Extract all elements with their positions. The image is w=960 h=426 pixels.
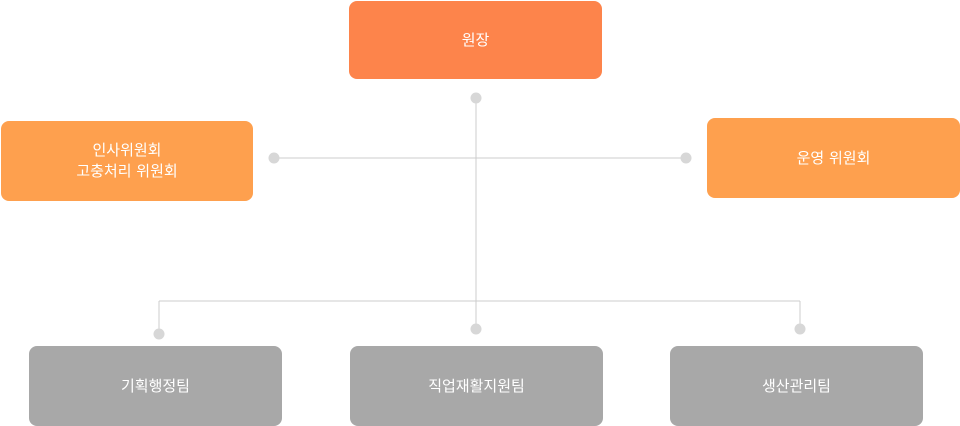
production-team-box: 생산관리팀 [670, 346, 923, 426]
connector-dot-ops [680, 152, 692, 164]
planning-team-label: 기획행정팀 [120, 376, 190, 395]
connector-dot-vocation [470, 323, 482, 335]
ops-committee-label: 운영 위원회 [796, 148, 871, 167]
production-team-label: 생산관리팀 [761, 376, 831, 395]
connector-dot-hr [268, 152, 280, 164]
vocation-team-label: 직업재활지원팀 [428, 376, 525, 395]
connector-dot-director [470, 92, 482, 104]
director-box: 원장 [349, 1, 602, 79]
hr-committee-box: 인사위원회 고충처리 위원회 [1, 121, 253, 201]
connector-dot-planning [153, 328, 165, 340]
director-label: 원장 [461, 30, 490, 49]
hr-committee-label: 인사위원회 [92, 141, 162, 159]
planning-team-box: 기획행정팀 [29, 346, 282, 426]
connector-dot-production [794, 323, 806, 335]
ops-committee-box: 운영 위원회 [707, 118, 960, 198]
grievance-committee-label: 고충처리 위원회 [76, 162, 178, 180]
vocation-team-box: 직업재활지원팀 [350, 346, 603, 426]
